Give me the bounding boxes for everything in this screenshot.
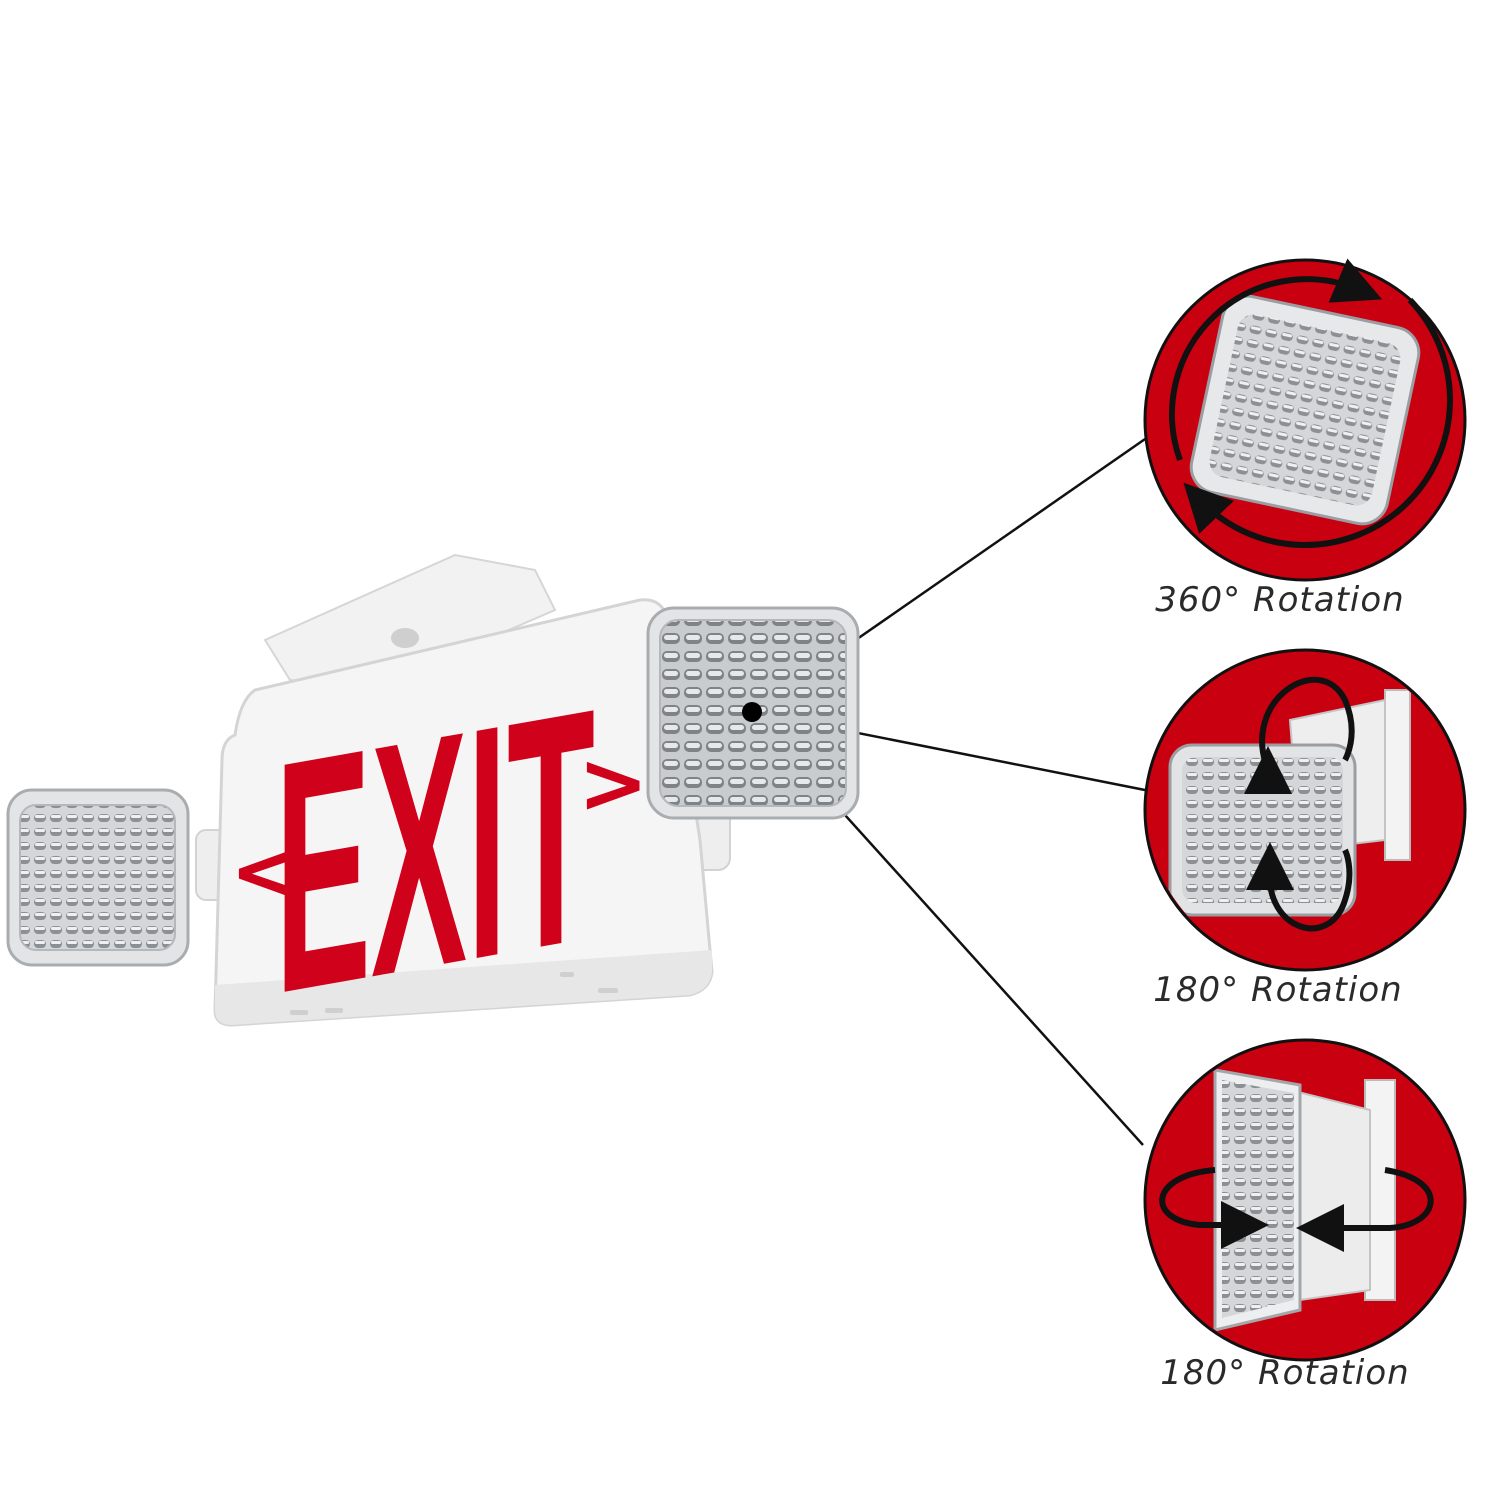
left-chevron-icon: < [230, 822, 300, 920]
rotation-180-horizontal-arrows-icon [1159, 1167, 1434, 1252]
exit-sign-unit: EXIT < > [195, 553, 731, 1064]
right-chevron-icon: > [578, 734, 648, 832]
rotation-360-arrows-icon [1168, 258, 1453, 548]
callout-origin-dot [742, 702, 762, 722]
left-lamp-head [6, 788, 190, 967]
right-lamp-head [646, 606, 860, 820]
exit-text: EXIT [275, 639, 595, 1064]
callout-circle-180-horizontal [1143, 1038, 1467, 1362]
rotation-180-vertical-arrows-icon [1244, 676, 1355, 932]
callout-circle-180-vertical [1143, 648, 1467, 972]
caption-180-rotation-horizontal: 180° Rotation [1160, 1353, 1410, 1393]
caption-360-rotation: 360° Rotation [1155, 580, 1405, 620]
callout-circle-360 [1143, 258, 1467, 582]
mounting-bracket [263, 553, 557, 692]
caption-180-rotation-vertical: 180° Rotation [1153, 970, 1403, 1010]
